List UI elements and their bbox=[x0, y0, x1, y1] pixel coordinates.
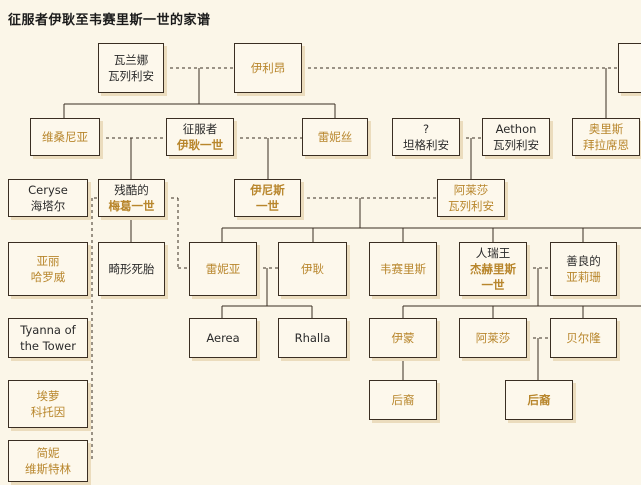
person-rhaenys: 雷妮丝 bbox=[302, 118, 368, 156]
person-aegon: 伊耿 bbox=[278, 242, 347, 296]
person-name-line: Aerea bbox=[206, 331, 240, 345]
person-maegor-i: 残酷的 梅葛一世 bbox=[98, 179, 165, 217]
person-name-line: 雷妮丝 bbox=[317, 130, 353, 144]
person-name-line: 伊耿 bbox=[301, 262, 324, 276]
person-name-line: 哈罗威 bbox=[30, 270, 66, 284]
person-name-line: 埃萝 bbox=[36, 389, 60, 403]
person-tyanna: Tyanna of the Tower bbox=[8, 318, 88, 358]
person-name-line: Tyanna of bbox=[20, 323, 76, 337]
person-name-line: 阿莱莎 bbox=[453, 183, 489, 197]
person-name-line: 后裔 bbox=[391, 393, 415, 407]
person-name-line: 伊耿一世 bbox=[177, 138, 223, 152]
person-alysanne: 善良的 亚莉珊 bbox=[550, 242, 617, 296]
person-name-line: 伊尼斯 bbox=[250, 183, 285, 197]
person-name-line: the Tower bbox=[20, 339, 76, 353]
person-name-line: 伊利昂 bbox=[250, 61, 286, 75]
person-name-line: 亚莉珊 bbox=[566, 270, 601, 284]
person-alyssa-velaryon: 阿莱莎 瓦列利安 bbox=[437, 179, 505, 217]
person-aerea: Aerea bbox=[189, 318, 257, 358]
person-name-line: 一世 bbox=[481, 278, 505, 292]
person-name-line: 科托因 bbox=[30, 405, 66, 419]
person-name-line: 后裔 bbox=[527, 393, 551, 407]
person-name-line: 征服者 bbox=[182, 122, 218, 136]
person-aerion: 伊利昂 bbox=[234, 43, 302, 93]
person-name-line: 善良的 bbox=[566, 254, 601, 268]
person-alys-harroway: 亚丽 哈罗威 bbox=[8, 242, 88, 296]
descendants-baelon: 后裔 bbox=[505, 380, 573, 420]
person-name-line: 阿莱莎 bbox=[475, 331, 511, 345]
person-jaehaerys-i: 人瑞王 杰赫里斯 一世 bbox=[459, 242, 527, 296]
person-viserys: 韦赛里斯 bbox=[369, 242, 437, 296]
person-alyssa: 阿莱莎 bbox=[459, 318, 527, 358]
person-name-line: 残酷的 bbox=[114, 183, 149, 197]
person-aegon-i: 征服者 伊耿一世 bbox=[166, 118, 234, 156]
person-name-line: 维桑尼亚 bbox=[42, 130, 88, 144]
person-name-line: 瓦列利安 bbox=[448, 199, 494, 213]
person-name-line: 坦格利安 bbox=[403, 138, 449, 152]
person-elinor-costayne: 埃萝 科托因 bbox=[8, 380, 88, 428]
person-name-line: 雷妮亚 bbox=[205, 262, 241, 276]
person-name-line: Ceryse bbox=[28, 183, 68, 197]
person-name-line: 瓦列利安 bbox=[493, 138, 539, 152]
person-name-line: 梅葛一世 bbox=[108, 199, 155, 213]
person-name-line: 亚丽 bbox=[36, 254, 60, 268]
person-unknown-targaryen: ? 坦格利安 bbox=[392, 118, 460, 156]
person-stillborn: 畸形死胎 bbox=[98, 242, 165, 296]
person-name-line: 简妮 bbox=[36, 446, 60, 460]
person-name-line: 瓦兰娜 bbox=[113, 53, 149, 67]
person-name-line: 韦赛里斯 bbox=[380, 262, 426, 276]
person-name-line: Aethon bbox=[495, 122, 537, 136]
person-name-line: 杰赫里斯 bbox=[470, 262, 516, 276]
person-name-line: Rhalla bbox=[294, 331, 331, 345]
person-jeyne-westerling: 简妮 维斯特林 bbox=[8, 440, 88, 482]
person-name-line: 贝尔隆 bbox=[566, 331, 601, 345]
person-name-line: 畸形死胎 bbox=[108, 262, 155, 276]
person-aenys-i: 伊尼斯 一世 bbox=[234, 179, 301, 217]
descendants-aemon: 后裔 bbox=[369, 380, 437, 420]
person-unknown-right bbox=[618, 43, 641, 93]
person-name-line: 一世 bbox=[256, 199, 279, 213]
person-orys: 奥里斯 拜拉席恩 bbox=[572, 118, 640, 156]
person-valaena: 瓦兰娜 瓦列利安 bbox=[98, 43, 164, 93]
person-ceryse: Ceryse 海塔尔 bbox=[8, 179, 88, 217]
person-name-line: ? bbox=[422, 122, 430, 136]
person-rhaena: 雷妮亚 bbox=[189, 242, 257, 296]
person-visenya: 维桑尼亚 bbox=[30, 118, 100, 156]
person-aemon: 伊蒙 bbox=[369, 318, 437, 358]
person-baelon: 贝尔隆 bbox=[550, 318, 617, 358]
page-title: 征服者伊耿至韦赛里斯一世的家谱 bbox=[8, 13, 211, 28]
person-name-line: 拜拉席恩 bbox=[583, 138, 629, 152]
person-rhalla: Rhalla bbox=[278, 318, 347, 358]
person-aethon: Aethon 瓦列利安 bbox=[482, 118, 550, 156]
person-name-line: 奥里斯 bbox=[588, 122, 624, 136]
person-name-line: 人瑞王 bbox=[475, 246, 511, 260]
person-name-line: 维斯特林 bbox=[25, 462, 71, 476]
person-name-line: 瓦列利安 bbox=[108, 69, 154, 83]
person-name-line: 伊蒙 bbox=[391, 331, 415, 345]
person-name-line: 海塔尔 bbox=[30, 199, 66, 213]
